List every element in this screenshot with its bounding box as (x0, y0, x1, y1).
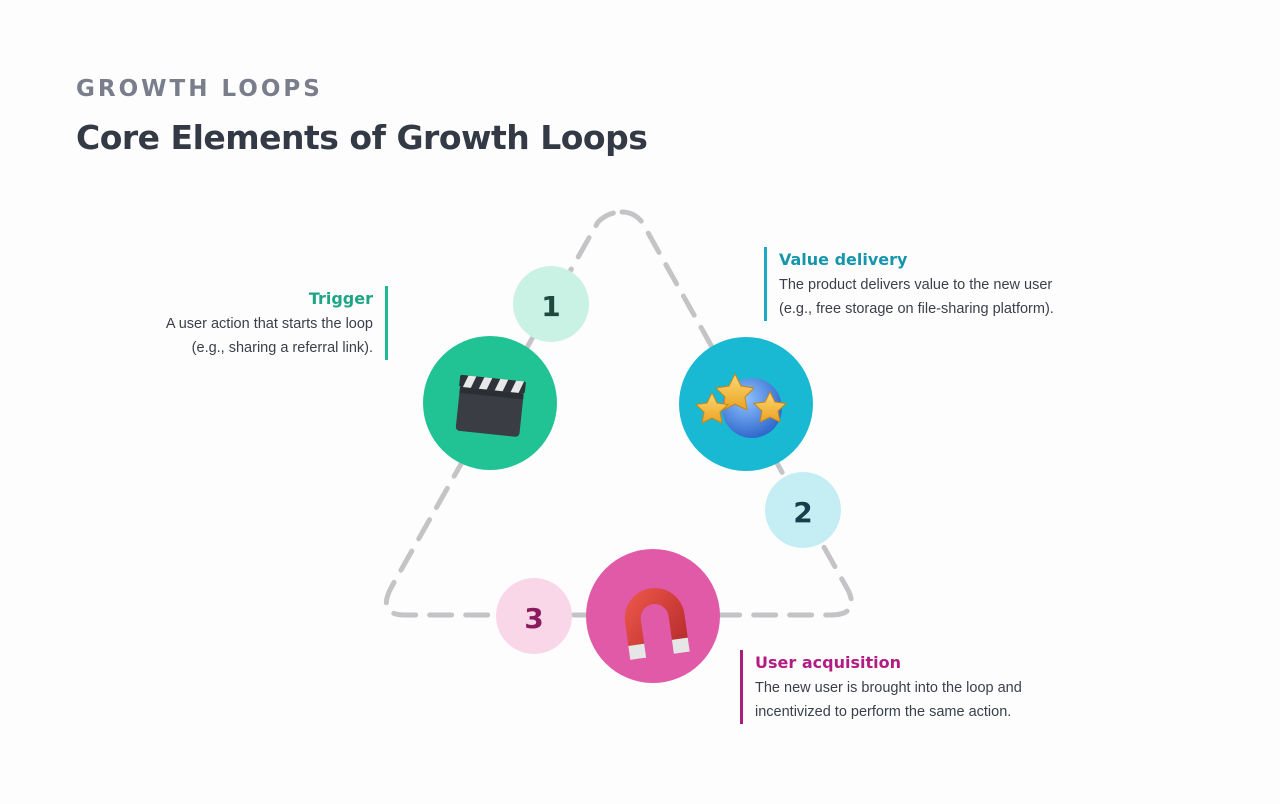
stars-icon (694, 372, 788, 438)
value-delivery-callout: Value delivery The product delivers valu… (764, 247, 1054, 321)
value-delivery-heading: Value delivery (779, 250, 908, 269)
step-3-number: 3 (524, 602, 543, 635)
step-2-badge: 2 (765, 472, 841, 548)
value-node (679, 337, 813, 471)
eyebrow-label: GROWTH LOOPS (76, 76, 323, 102)
user-acquisition-description-line-2: incentivized to perform the same action. (755, 704, 1012, 720)
page-title: Core Elements of Growth Loops (76, 118, 648, 157)
step-1-badge: 1 (513, 266, 589, 342)
trigger-callout: Trigger A user action that starts the lo… (166, 286, 388, 360)
acquisition-node (586, 549, 720, 683)
trigger-heading: Trigger (308, 289, 373, 308)
step-3-badge: 3 (496, 578, 572, 654)
trigger-description-line-1: A user action that starts the loop (165, 316, 373, 332)
user-acquisition-heading: User acquisition (755, 653, 901, 672)
value-delivery-description-line-1: The product delivers value to the new us… (779, 277, 1053, 293)
clapperboard-icon (455, 374, 526, 437)
user-acquisition-callout: User acquisition The new user is brought… (740, 650, 1022, 724)
user-acquisition-description-line-1: The new user is brought into the loop an… (755, 680, 1022, 696)
trigger-node (423, 336, 557, 470)
value-delivery-description-line-2: (e.g., free storage on file-sharing plat… (779, 301, 1054, 317)
magnet-icon (624, 588, 690, 660)
step-1-number: 1 (541, 290, 560, 323)
trigger-description-line-2: (e.g., sharing a referral link). (191, 340, 373, 356)
step-2-number: 2 (793, 496, 812, 529)
